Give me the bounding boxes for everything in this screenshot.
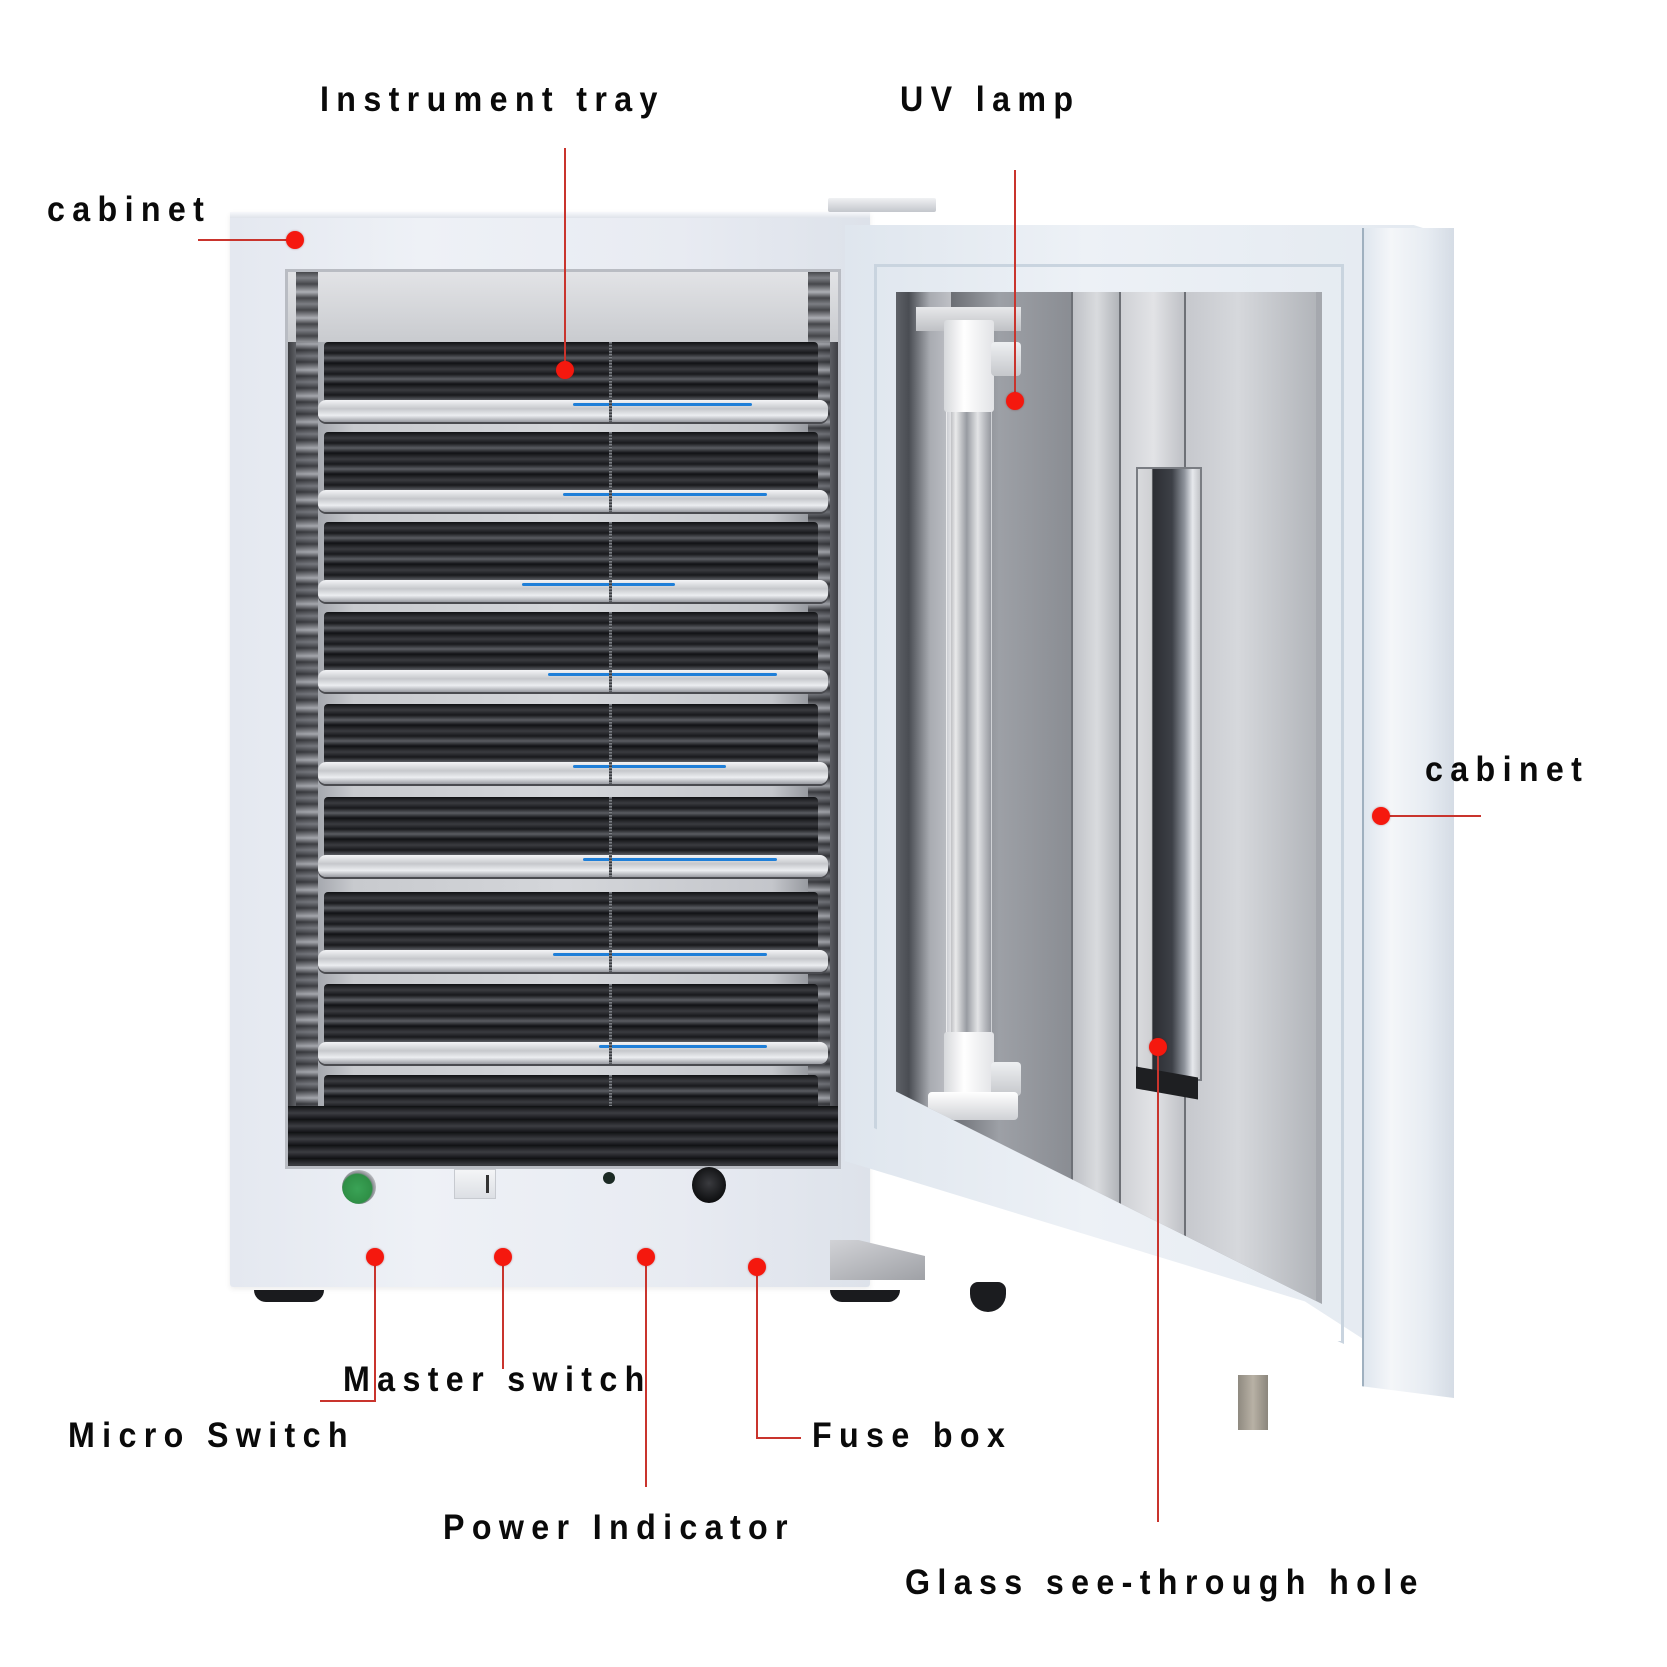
fuse-box-holder[interactable] <box>692 1167 726 1203</box>
callout-line-master-switch <box>502 1257 504 1369</box>
tray-rail-left <box>296 272 318 1166</box>
callout-dot-uv-lamp <box>1006 392 1024 410</box>
callout-dot-glass-hole <box>1149 1038 1167 1056</box>
instrument-tray <box>318 797 828 891</box>
instrument-tray <box>318 342 828 436</box>
callout-dot-power-indicator <box>637 1248 655 1266</box>
instrument-tray <box>318 892 828 986</box>
instrument-tray <box>318 522 828 616</box>
door-reflector-panel <box>1071 292 1121 1304</box>
callout-line-cabinet-left <box>198 239 293 241</box>
cabinet-body <box>230 212 870 1287</box>
label-fuse-box: Fuse box <box>812 1416 1013 1455</box>
cabinet-top-edge <box>230 212 870 218</box>
instrument-tray <box>318 984 828 1078</box>
uv-lamp-cap-top <box>944 320 994 412</box>
power-indicator-led <box>603 1172 615 1184</box>
callout-dot-micro-switch <box>366 1248 384 1266</box>
callout-line-uv-lamp <box>1014 170 1016 400</box>
callout-dot-cabinet-left <box>286 231 304 249</box>
cabinet-foot-left <box>254 1290 324 1302</box>
callout-line-instrument-tray <box>564 148 566 370</box>
label-uv-lamp: UV lamp <box>900 80 1081 119</box>
callout-line-glass-hole <box>1157 1047 1159 1522</box>
label-micro-switch: Micro Switch <box>68 1416 355 1455</box>
callout-dot-cabinet-right <box>1372 807 1390 825</box>
door-caster-wheel <box>970 1282 1006 1312</box>
lamp-clip-icon <box>991 342 1021 376</box>
door-reflector-panel <box>1184 292 1316 1304</box>
master-rocker-switch[interactable] <box>454 1169 496 1199</box>
door-inner-window <box>896 292 1322 1304</box>
instrument-tray <box>318 432 828 526</box>
label-glass-see-through-hole: Glass see-through hole <box>905 1563 1425 1602</box>
cabinet-foot-right <box>830 1290 900 1302</box>
uv-lamp-tube <box>946 407 992 1037</box>
callout-dot-master-switch <box>494 1248 512 1266</box>
door-hinge-top <box>828 198 936 212</box>
callout-line-fuse-box <box>756 1267 758 1439</box>
callout-dot-instrument-tray <box>556 361 574 379</box>
label-cabinet-left: cabinet <box>47 190 212 229</box>
callout-dot-fuse-box <box>748 1258 766 1276</box>
door-hinge-bottom <box>830 1240 925 1280</box>
glass-see-through-hole <box>1136 467 1202 1081</box>
label-master-switch: Master switch <box>343 1360 652 1399</box>
callout-line-micro-switch-h <box>320 1400 376 1402</box>
sterilization-chamber <box>285 269 841 1169</box>
callout-line-fuse-box-h <box>756 1437 801 1439</box>
label-instrument-tray: Instrument tray <box>320 80 665 119</box>
label-power-indicator: Power Indicator <box>443 1508 795 1547</box>
chamber-floor <box>288 1106 838 1166</box>
instrument-tray <box>318 704 828 798</box>
door-support-leg <box>1238 1375 1268 1430</box>
instrument-tray <box>318 612 828 706</box>
lamp-clip-icon <box>991 1062 1021 1096</box>
chamber-ceiling <box>288 272 838 342</box>
callout-line-micro-switch <box>374 1257 376 1402</box>
label-cabinet-right: cabinet <box>1425 750 1590 789</box>
callout-line-cabinet-right <box>1381 815 1481 817</box>
callout-line-power-indicator <box>645 1257 647 1487</box>
micro-switch-button[interactable] <box>342 1170 376 1204</box>
